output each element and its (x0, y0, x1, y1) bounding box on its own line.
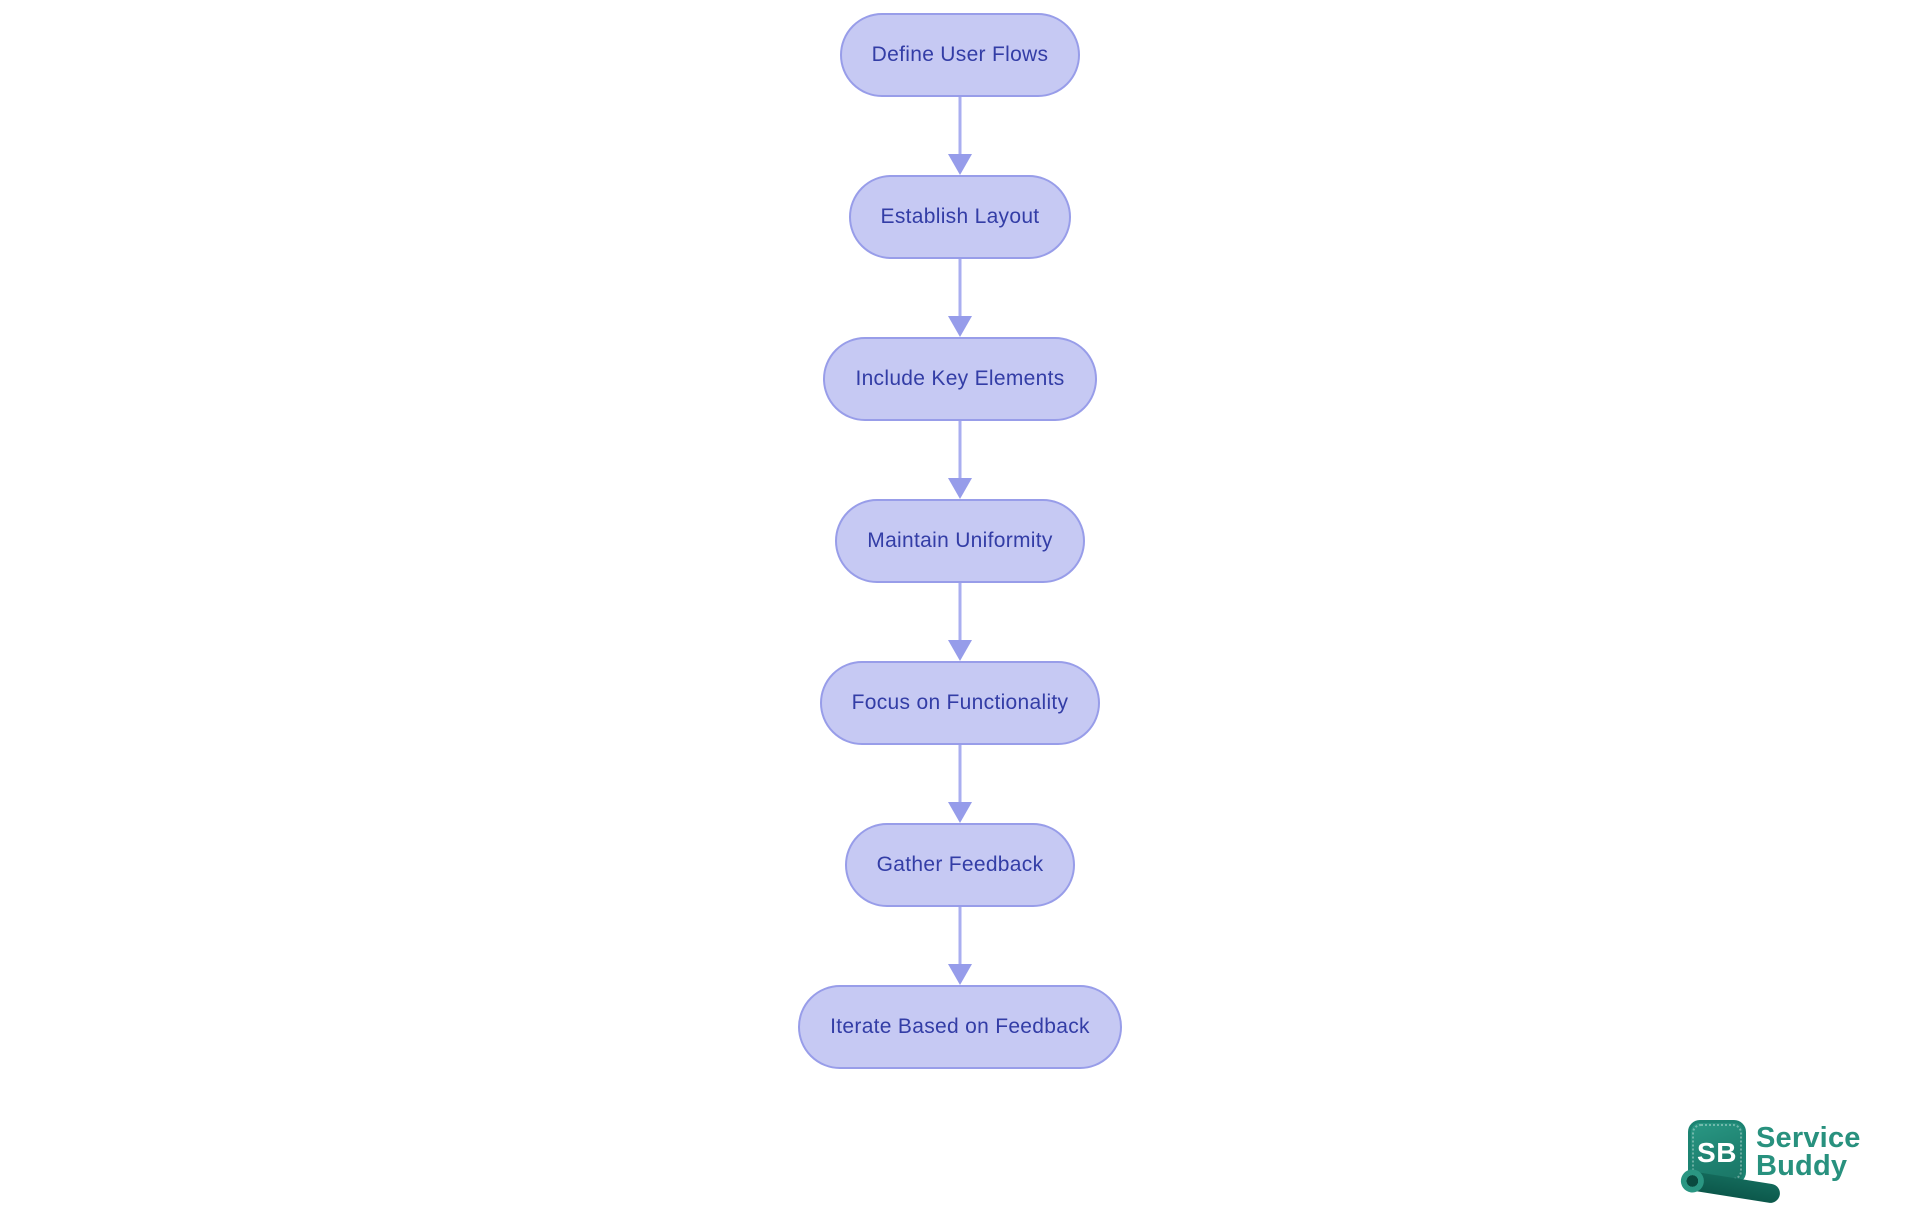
flow-node-include-key-elements: Include Key Elements (823, 337, 1097, 421)
arrowhead-icon (948, 640, 972, 661)
logo-monogram: SB (1697, 1137, 1737, 1168)
flow-node-label: Focus on Functionality (851, 691, 1069, 714)
flow-node-label: Include Key Elements (855, 367, 1065, 390)
flow-node-maintain-uniformity: Maintain Uniformity (835, 499, 1085, 583)
flow-node-label: Define User Flows (871, 43, 1049, 66)
arrow-line (958, 745, 962, 803)
flow-arrow (947, 745, 973, 823)
arrow-line (958, 907, 962, 965)
arrow-line (958, 97, 962, 155)
arrowhead-icon (948, 964, 972, 985)
arrowhead-icon (948, 478, 972, 499)
flow-node-label: Iterate Based on Feedback (830, 1015, 1090, 1038)
flow-node-gather-feedback: Gather Feedback (844, 823, 1076, 907)
flow-node-define-user-flows: Define User Flows (839, 13, 1081, 97)
arrow-line (958, 259, 962, 317)
service-buddy-logo: SB Service Buddy (1679, 1120, 1861, 1205)
flow-node-iterate-based-on-feedback: Iterate Based on Feedback (798, 985, 1122, 1069)
logo-wordmark-line1: Service (1756, 1121, 1861, 1154)
flow-node-label: Maintain Uniformity (867, 529, 1053, 552)
flow-arrow (947, 421, 973, 499)
logo-wordmark: Service Buddy (1756, 1121, 1861, 1182)
logo-wordmark-line2: Buddy (1756, 1150, 1848, 1182)
arrowhead-icon (948, 802, 972, 823)
flow-arrow (947, 583, 973, 661)
flowchart: Define User Flows Establish Layout Inclu… (0, 13, 1920, 1069)
flow-arrow (947, 259, 973, 337)
flow-node-label: Gather Feedback (876, 853, 1044, 876)
scroll-roll-end-icon (1679, 1167, 1706, 1195)
arrow-line (958, 583, 962, 641)
flow-arrow (947, 907, 973, 985)
service-buddy-logo-icon: SB (1679, 1120, 1782, 1205)
flow-node-label: Establish Layout (880, 205, 1040, 228)
arrow-line (958, 421, 962, 479)
flow-node-establish-layout: Establish Layout (848, 175, 1072, 259)
flow-node-focus-on-functionality: Focus on Functionality (819, 661, 1101, 745)
arrowhead-icon (948, 154, 972, 175)
arrowhead-icon (948, 316, 972, 337)
flow-arrow (947, 97, 973, 175)
